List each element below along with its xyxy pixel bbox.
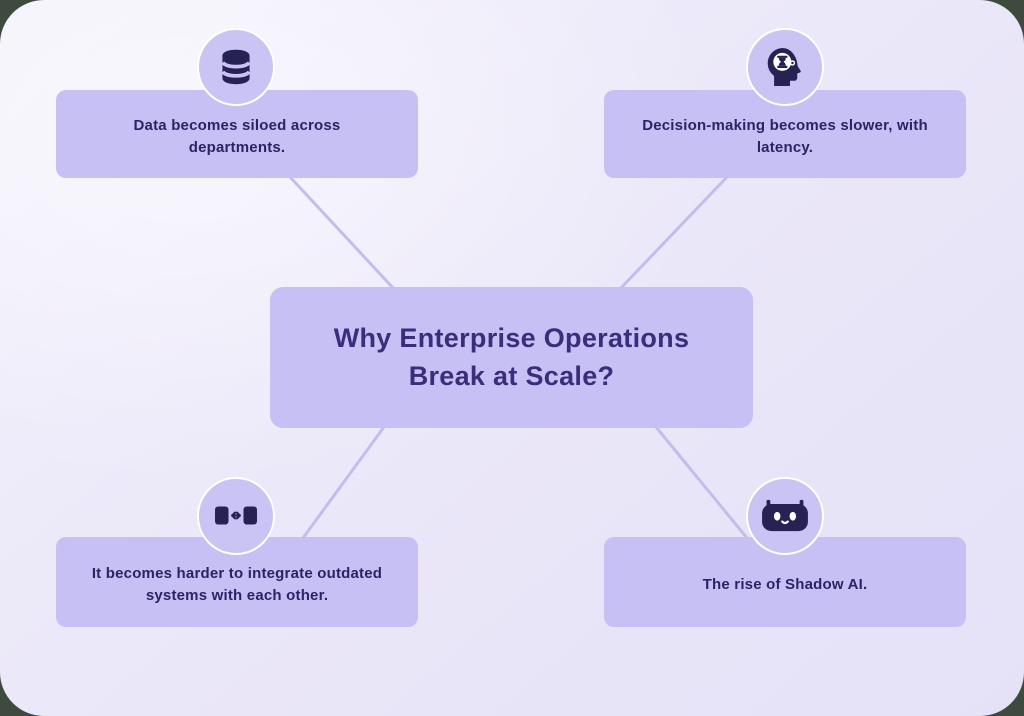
head-hourglass-icon xyxy=(767,48,801,86)
central-topic-title: Why Enterprise Operations Break at Scale… xyxy=(333,322,690,391)
connector-bottom-left xyxy=(301,426,386,539)
node-badge-data-silos xyxy=(197,28,275,106)
robot-icon xyxy=(762,499,808,532)
connector-top-left xyxy=(288,175,396,291)
central-topic: Why Enterprise Operations Break at Scale… xyxy=(270,287,753,428)
node-label-data-silos: Data becomes siloed across departments. xyxy=(133,117,341,156)
node-label-shadow-ai: The rise of Shadow AI. xyxy=(702,576,868,594)
node-badge-decision-latency xyxy=(746,28,824,106)
connector-top-right xyxy=(618,175,729,291)
connector-bottom-right xyxy=(654,426,749,539)
node-label-system-integration: It becomes harder to integrate outdated … xyxy=(91,565,383,604)
node-label-decision-latency: Decision-making becomes slower, with lat… xyxy=(642,117,928,156)
database-icon xyxy=(221,49,251,85)
node-badge-system-integration xyxy=(197,477,275,555)
integration-arrows-icon xyxy=(215,506,257,525)
node-badge-shadow-ai xyxy=(746,477,824,555)
